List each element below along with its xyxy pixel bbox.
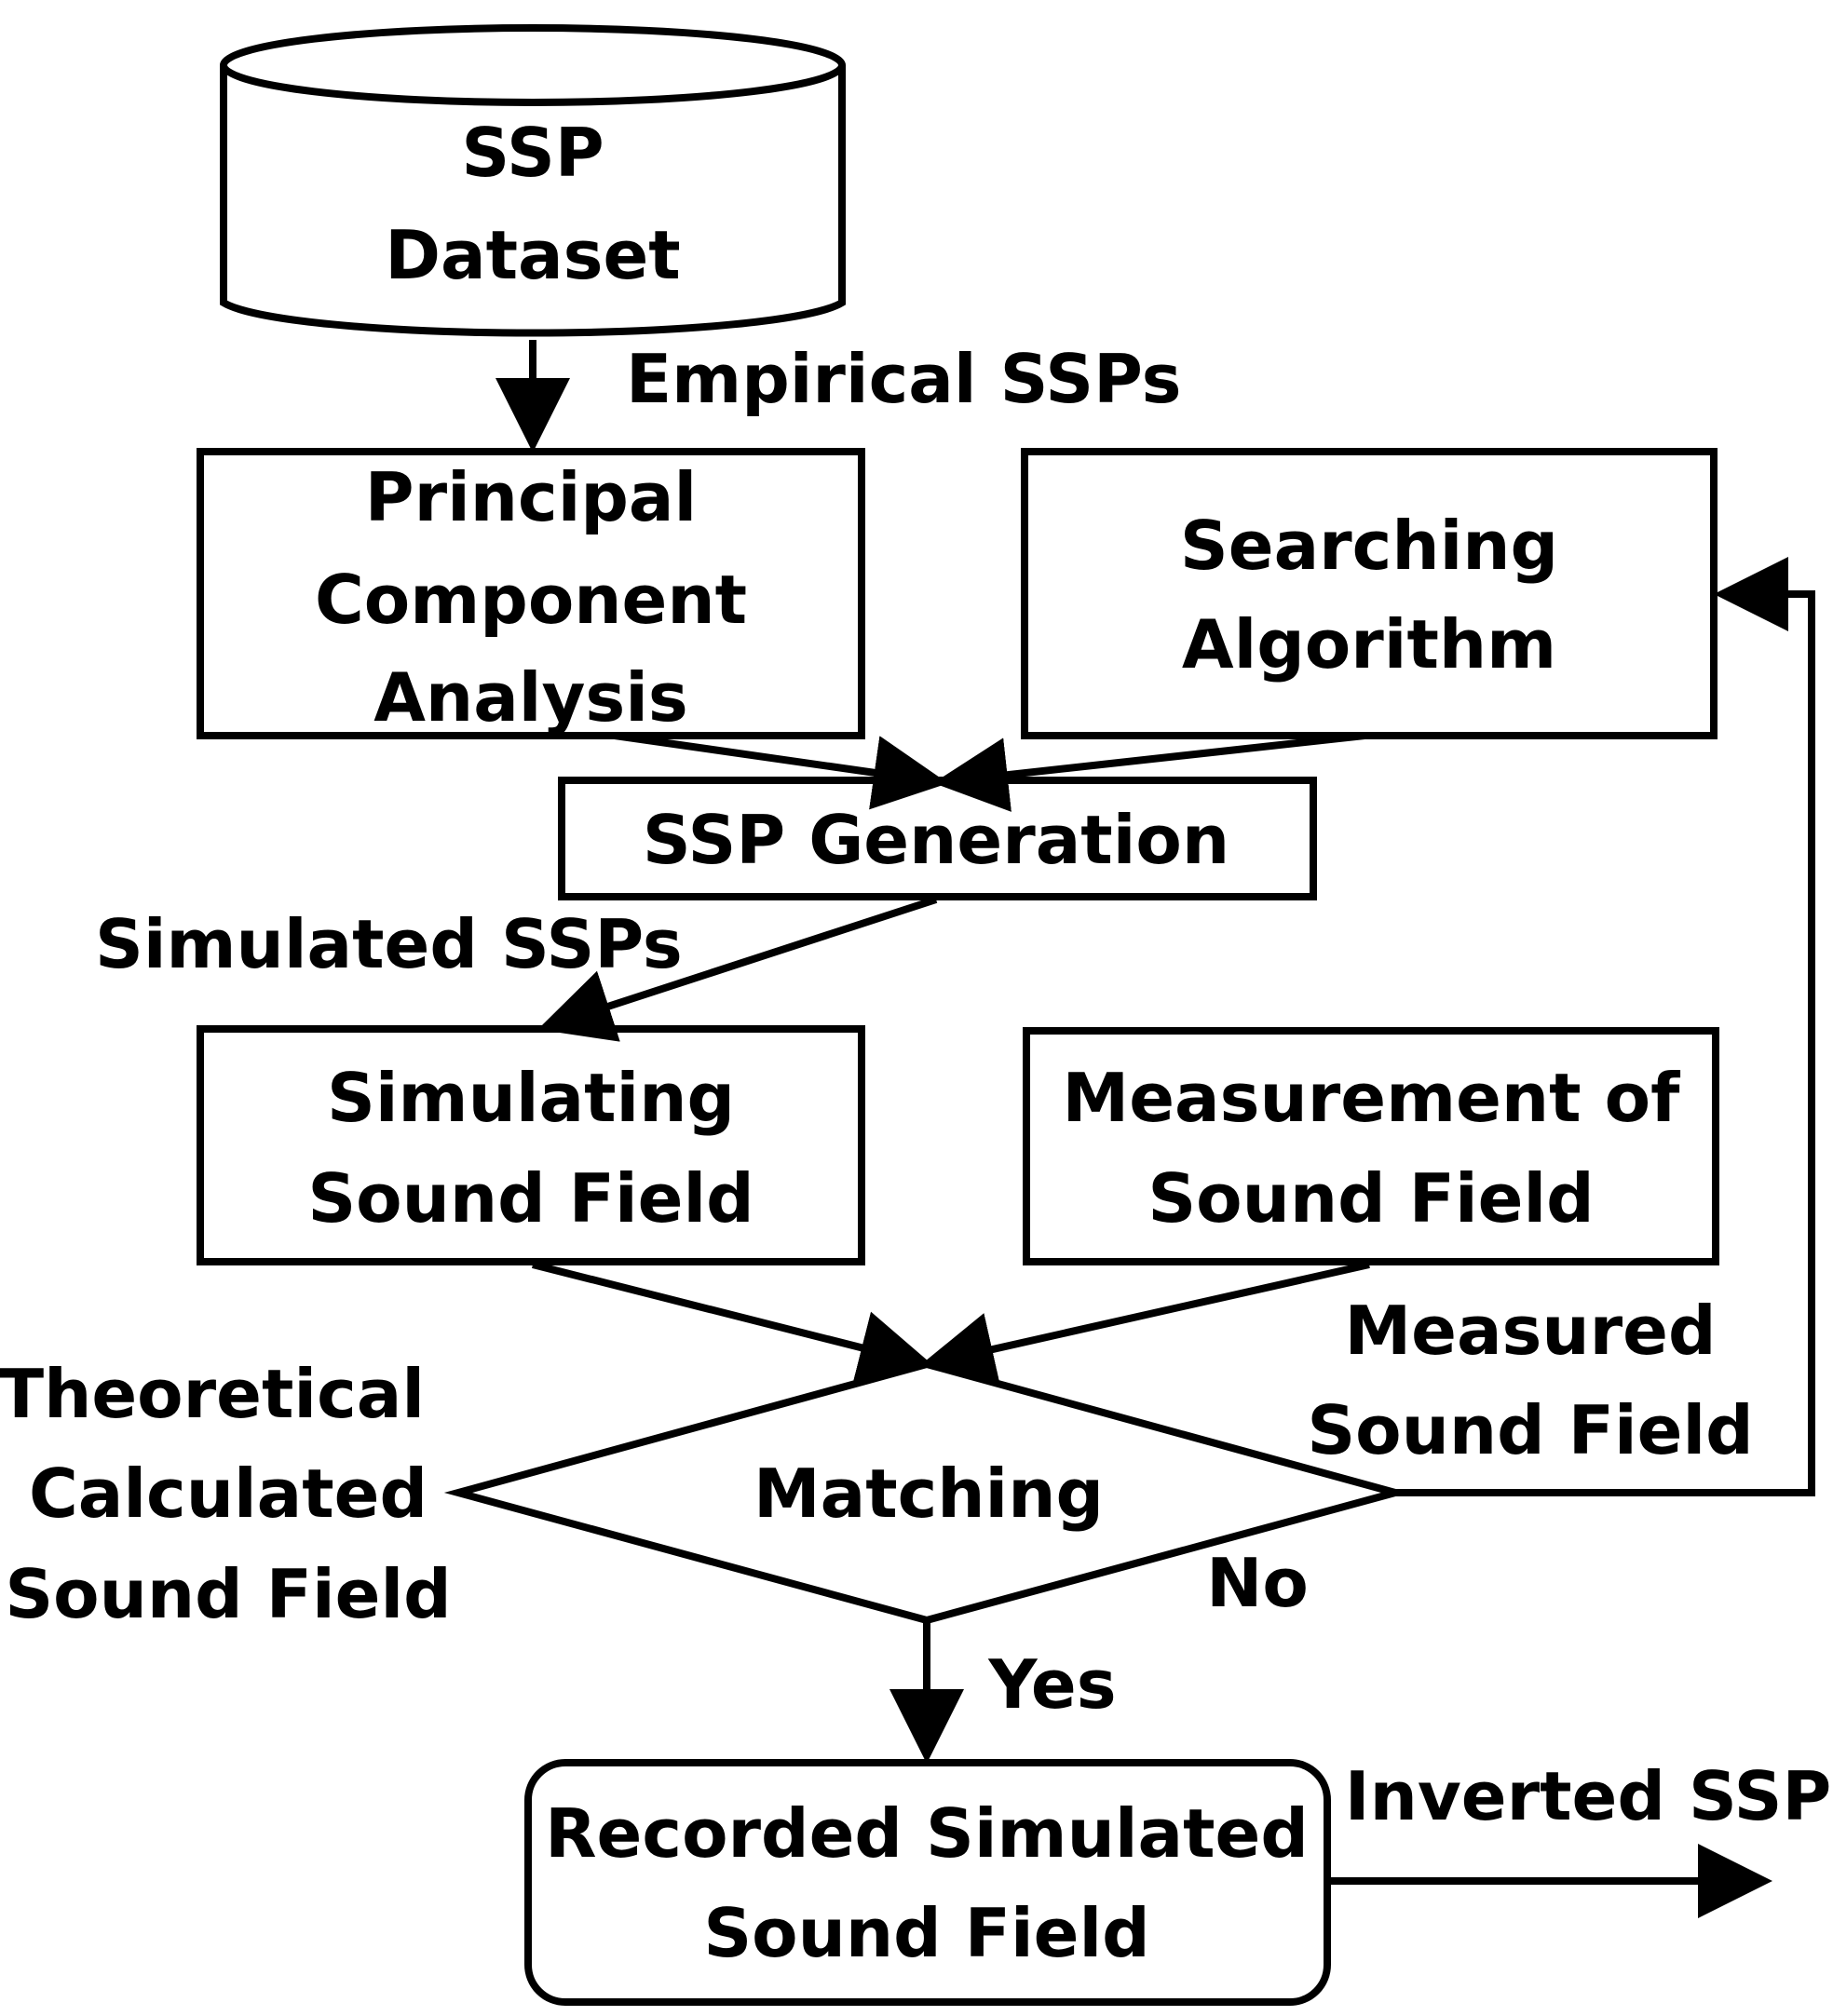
arrow-no-loop-to-searching [1395, 557, 1815, 1496]
ssp-generation-label: SSP Generation [642, 801, 1230, 879]
arrow-measurement-to-matching [919, 1261, 1370, 1387]
arrow-searching-to-generation [933, 732, 1365, 812]
simulating-sound-field-node [197, 1025, 865, 1265]
measurement-label-line2: Sound Field [1147, 1159, 1595, 1238]
searching-label-line2: Algorithm [1181, 605, 1557, 683]
measurement-node [1023, 1027, 1719, 1265]
ssp-dataset-node [220, 24, 846, 337]
inverted-ssp-label: Inverted SSP [1344, 1757, 1832, 1835]
arrow-simulating-to-matching [532, 1261, 934, 1385]
empirical-ssps-label: Empirical SSPs [626, 340, 1182, 418]
theoretical-label-line1: Theoretical [0, 1355, 426, 1433]
pca-label-line1: Principal [364, 458, 698, 536]
measurement-label-line1: Measurement of [1062, 1059, 1680, 1137]
simulating-label-line2: Sound Field [307, 1159, 754, 1238]
theoretical-label-line2: Calculated [28, 1454, 428, 1533]
recorded-label-line2: Sound Field [703, 1894, 1150, 1972]
theoretical-label-line3: Sound Field [5, 1555, 452, 1633]
no-label: No [1206, 1544, 1309, 1622]
searching-label-line1: Searching [1179, 507, 1559, 585]
pca-label-line3: Analysis [373, 658, 688, 737]
ssp-dataset-label-line2: Dataset [385, 216, 681, 294]
pca-label-line2: Component [314, 561, 748, 639]
yes-label: Yes [988, 1645, 1117, 1724]
measured-label-line1: Measured [1344, 1292, 1717, 1370]
simulating-label-line1: Simulating [327, 1059, 735, 1137]
simulated-ssps-label: Simulated SSPs [95, 905, 683, 983]
matching-decision-node [443, 1360, 1410, 1625]
recorded-label-line1: Recorded Simulated [545, 1794, 1309, 1873]
measured-label-line2: Sound Field [1307, 1391, 1754, 1469]
arrow-generation-to-simulating [537, 896, 938, 1042]
matching-label: Matching [753, 1454, 1105, 1533]
arrow-pca-to-generation [614, 732, 948, 810]
ssp-dataset-label-line1: SSP [461, 114, 604, 192]
